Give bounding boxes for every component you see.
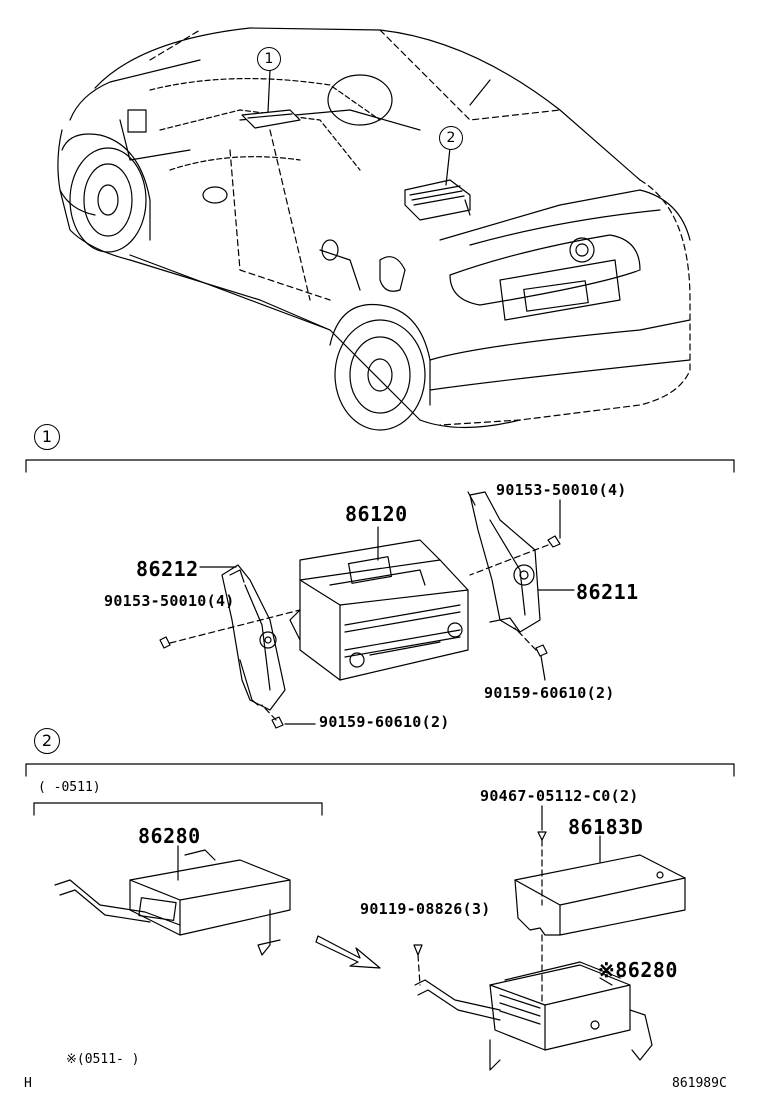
part-bracket-right-label: 86211 — [576, 580, 639, 604]
left-bracket — [221, 564, 286, 711]
part-screw-cover-label: 90467-05112-C0(2) — [480, 787, 639, 805]
corner-mark: H — [24, 1076, 32, 1091]
range-before-label: ( -0511) — [38, 780, 101, 795]
part-amp-old-label: 86280 — [138, 824, 201, 848]
part-screw-left-label: 90153-50010(4) — [104, 592, 235, 610]
cover-plate — [514, 854, 686, 936]
part-screw-amp-label: 90119-08826(3) — [360, 900, 491, 918]
part-amp-new-label: ※86280 — [598, 958, 678, 982]
date-range-bracket — [33, 802, 323, 816]
callout-2-vehicle: 2 — [439, 126, 463, 150]
amplifier-old — [54, 849, 291, 956]
section1-bracket-line — [25, 459, 735, 473]
section1-callout: 1 — [34, 424, 60, 450]
part-bracket-left-label: 86212 — [136, 557, 199, 581]
right-bracket — [467, 491, 541, 633]
part-cover-label: 86183D — [568, 815, 644, 839]
section2-callout: 2 — [34, 728, 60, 754]
section1-fasteners — [159, 535, 561, 729]
part-bolt-left-label: 90159-60610(2) — [319, 713, 450, 731]
part-radio-label: 86120 — [345, 502, 408, 526]
section2-bracket-line — [25, 763, 735, 777]
part-screw-right-label: 90153-50010(4) — [496, 481, 627, 499]
section1-leaders — [199, 499, 575, 725]
range-after-label: ※(0511- ) — [66, 1052, 140, 1067]
diagram-id: 861989C — [672, 1076, 727, 1091]
section2-leaders — [177, 805, 613, 986]
vehicle-illustration — [57, 27, 691, 431]
transition-arrow — [315, 935, 381, 969]
amplifier-new — [414, 961, 653, 1071]
radio-head-unit — [289, 539, 469, 681]
section2-fasteners — [413, 831, 547, 1006]
callout-1-vehicle: 1 — [257, 47, 281, 71]
part-bolt-right-label: 90159-60610(2) — [484, 684, 615, 702]
